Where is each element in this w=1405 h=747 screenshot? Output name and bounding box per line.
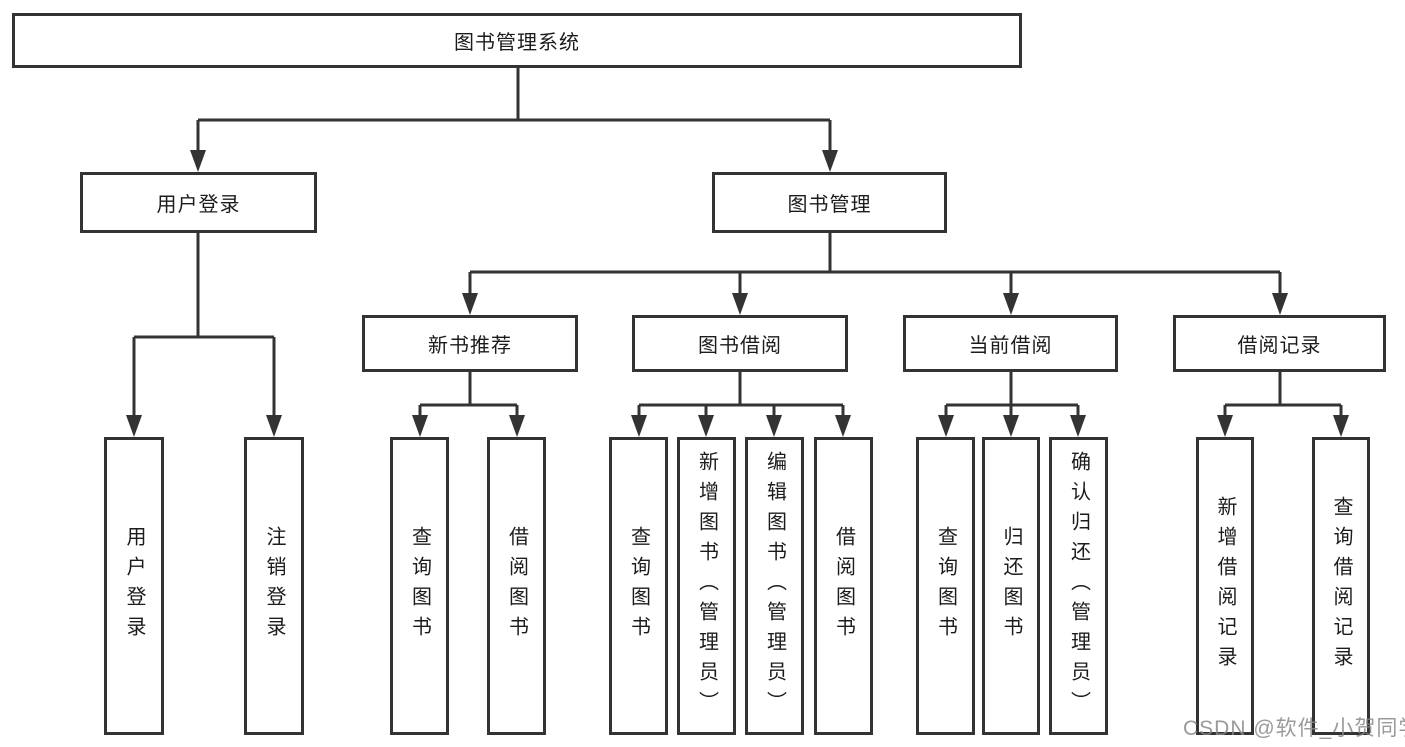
arrowhead — [266, 415, 282, 437]
leaf-borrow-books: 借阅图书 — [814, 437, 873, 735]
leaf-label: 注销登录 — [263, 526, 285, 646]
arrowhead — [509, 415, 525, 437]
leaf-query-books: 查询图书 — [609, 437, 668, 735]
leaf-query-borrow-record: 查询借阅记录 — [1312, 437, 1370, 735]
leaf-confirm-return-admin: 确认归还（管理员） — [1049, 437, 1108, 735]
edge-currentborrow-to-leaves — [944, 372, 1080, 416]
arrowhead — [1003, 293, 1019, 315]
csdn-watermark: CSDN @软件_小贺同学 — [1183, 717, 1405, 740]
node-label: 借阅记录 — [1237, 335, 1322, 357]
node-new-book-recommend: 新书推荐 — [362, 315, 578, 372]
edge-bookborrow-to-leaves — [637, 372, 845, 416]
edge-bookmgmt-to-level3 — [468, 233, 1282, 294]
node-label: 用户登录 — [156, 194, 241, 216]
arrowhead — [938, 415, 954, 437]
arrowhead — [1070, 415, 1086, 437]
node-book-management: 图书管理 — [712, 172, 947, 233]
leaf-label: 查询图书 — [627, 526, 650, 646]
arrowhead — [822, 150, 838, 172]
arrowhead — [1217, 415, 1233, 437]
leaf-label: 借阅图书 — [505, 526, 528, 646]
arrowheads — [126, 150, 1349, 437]
node-label: 图书管理系统 — [454, 32, 580, 54]
leaf-add-borrow-record: 新增借阅记录 — [1196, 437, 1254, 735]
arrowhead — [732, 293, 748, 315]
arrowhead — [126, 415, 142, 437]
arrowhead — [766, 415, 782, 437]
leaf-label: 编辑图书（管理员） — [763, 451, 786, 721]
leaf-label: 确认归还（管理员） — [1067, 451, 1090, 721]
leaf-edit-book-admin: 编辑图书（管理员） — [745, 437, 804, 735]
leaf-user-login: 用户登录 — [104, 437, 164, 735]
edge-userlogin-to-leaves — [132, 233, 276, 416]
leaf-label: 借阅图书 — [832, 526, 855, 646]
node-root-system: 图书管理系统 — [12, 13, 1022, 68]
arrowhead — [190, 150, 206, 172]
leaf-return-books: 归还图书 — [982, 437, 1040, 735]
arrowhead — [631, 415, 647, 437]
node-label: 图书借阅 — [698, 335, 782, 357]
node-label: 当前借阅 — [968, 335, 1053, 357]
leaf-add-book-admin: 新增图书（管理员） — [677, 437, 736, 735]
leaf-label: 查询图书 — [408, 526, 431, 646]
edge-root-to-level2 — [196, 68, 832, 151]
node-label: 图书管理 — [787, 194, 872, 216]
node-book-borrow: 图书借阅 — [632, 315, 848, 372]
leaf-label: 查询图书 — [934, 526, 957, 646]
leaf-label: 新增借阅记录 — [1214, 496, 1236, 676]
leaf-label: 新增图书（管理员） — [695, 451, 718, 721]
edge-newbook-to-leaves — [418, 372, 519, 416]
arrowhead — [462, 293, 478, 315]
leaf-borrow-books: 借阅图书 — [487, 437, 546, 735]
leaf-label: 用户登录 — [123, 526, 145, 646]
leaf-label: 归还图书 — [1000, 526, 1022, 646]
node-user-login: 用户登录 — [80, 172, 317, 233]
leaf-query-books: 查询图书 — [916, 437, 975, 735]
arrowhead — [835, 415, 851, 437]
arrowhead — [1003, 415, 1019, 437]
leaf-query-books: 查询图书 — [390, 437, 449, 735]
arrowhead — [412, 415, 428, 437]
leaf-label: 查询借阅记录 — [1330, 496, 1352, 676]
leaf-logout: 注销登录 — [244, 437, 304, 735]
node-borrow-records: 借阅记录 — [1173, 315, 1386, 372]
node-label: 新书推荐 — [428, 335, 512, 357]
edge-borrowrecords-to-leaves — [1223, 372, 1343, 416]
arrowhead — [1272, 293, 1288, 315]
arrowhead — [1333, 415, 1349, 437]
node-current-borrow: 当前借阅 — [903, 315, 1118, 372]
arrowhead — [698, 415, 714, 437]
